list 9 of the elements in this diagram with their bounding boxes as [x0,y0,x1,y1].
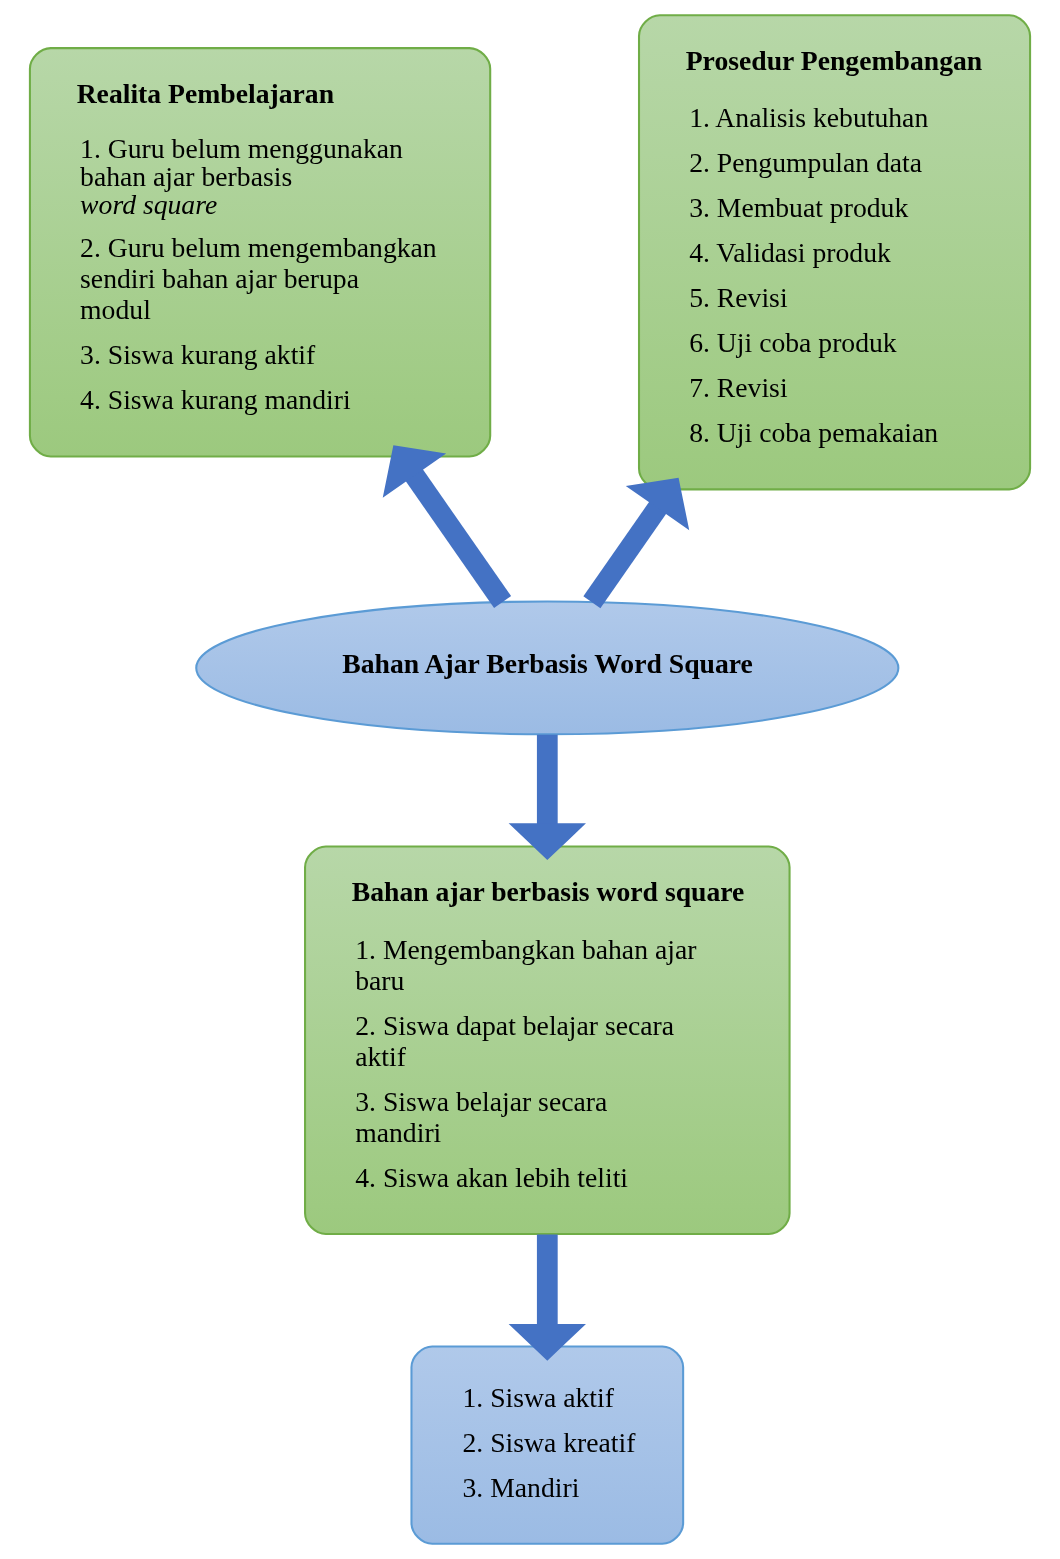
arrow [382,445,512,608]
node-box: Prosedur Pengembangan 1. Analisis kebutuhan 2. Pengumpulan data 3. Membuat produk 4. Validasi produk 5. Revisi 6. Uji coba produk 7. Revisi 8. Uji coba pemakaian [637,14,1032,491]
node-box: Bahan ajar berbasis word square 1. Mengembangkan bahan ajar baru 2. Siswa dapat belajar secara aktif 3. Siswa belajar secara mandiri 4. Siswa akan lebih teliti [304,845,791,1236]
node-box: Realita Pembelajaran 1. Guru belum menggunakan bahan ajar berbasis word square 2. Guru belum mengembangkan sendiri bahan ajar berupa modul 3. Siswa kurang aktif 4. Siswa kurang mandiri [28,47,492,458]
node-box: 1. Siswa aktif 2. Siswa kreatif 3. Mandiri [410,1345,685,1545]
arrow [508,1234,586,1361]
arrow [583,477,690,609]
arrow [508,734,586,861]
node-ellipse: Bahan Ajar Berbasis Word Square [195,600,900,736]
